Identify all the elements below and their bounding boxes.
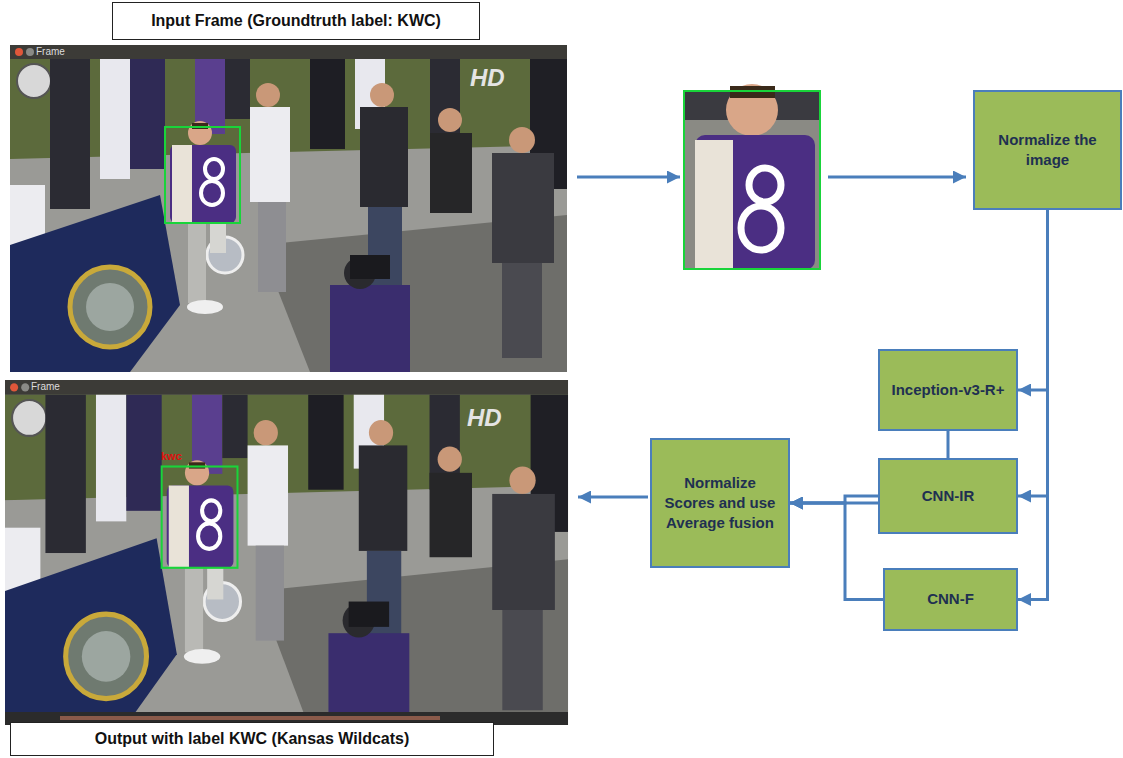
window-title: Frame bbox=[31, 381, 60, 392]
predicted-label: kwc bbox=[161, 450, 182, 462]
illustration-part bbox=[684, 91, 820, 269]
box-text: CNN-IR bbox=[922, 486, 975, 506]
watermark: HD bbox=[470, 64, 505, 92]
fusion-box: Normalize Scores and use Average fusion bbox=[650, 438, 790, 568]
connector bbox=[1018, 210, 1048, 600]
connector bbox=[1018, 210, 1048, 496]
connector bbox=[1018, 210, 1048, 390]
illustration-part bbox=[828, 176, 966, 179]
watermark: HD bbox=[467, 404, 502, 432]
model-box: CNN-F bbox=[883, 568, 1018, 631]
process-box: Normalize the image bbox=[973, 90, 1122, 210]
box-text: Input Frame (Groundtruth label: KWC) bbox=[151, 12, 441, 30]
illustration-part bbox=[577, 176, 680, 179]
input-photo bbox=[10, 45, 567, 372]
cropped-player bbox=[683, 84, 821, 270]
box-text: Output with label KWC (Kansas Wildcats) bbox=[95, 730, 410, 748]
console-line bbox=[60, 716, 440, 720]
model-box: CNN-IR bbox=[878, 458, 1018, 534]
model-box: Inception-v3-R+ bbox=[878, 349, 1018, 431]
caption-box: Input Frame (Groundtruth label: KWC) bbox=[112, 2, 480, 40]
window-title: Frame bbox=[36, 46, 65, 57]
output-photo bbox=[5, 380, 568, 725]
illustration-part bbox=[695, 135, 815, 270]
illustration-part bbox=[695, 140, 733, 270]
illustration-part bbox=[741, 206, 781, 250]
box-text: CNN-F bbox=[927, 589, 974, 609]
box-text: Normalize the image bbox=[983, 130, 1112, 171]
box-text: Inception-v3-R+ bbox=[892, 380, 1005, 400]
box-text: Normalize Scores and use Average fusion bbox=[660, 473, 780, 534]
illustration-part bbox=[749, 168, 781, 202]
connector bbox=[790, 503, 883, 600]
caption-box: Output with label KWC (Kansas Wildcats) bbox=[10, 722, 494, 756]
illustration-part bbox=[578, 496, 648, 499]
